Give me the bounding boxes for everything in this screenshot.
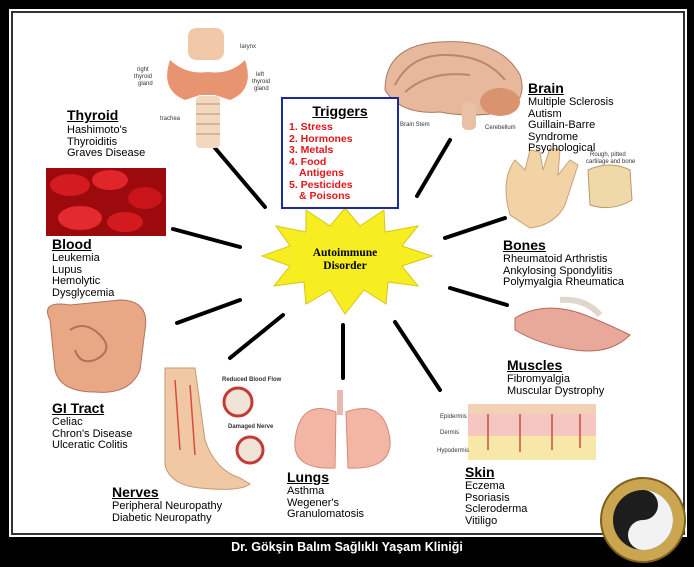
nerves-section: Nerves Peripheral Neuropathy Diabetic Ne…	[112, 484, 222, 524]
blood-item: Hemolytic	[52, 275, 101, 287]
label-right-thyroid: right	[137, 67, 149, 73]
lungs-illustration	[294, 390, 391, 469]
blood-title: Blood	[52, 236, 92, 252]
thyroid-title: Thyroid	[67, 107, 119, 123]
label-left-thyroid-2: thyroid	[252, 79, 271, 85]
brain-section: Brain Multiple Sclerosis Autism Guillain…	[528, 80, 614, 155]
brain-illustration	[384, 41, 523, 130]
label-brain-stem: Brain Stem	[400, 122, 430, 128]
triggers-list: 1. Stress 2. Hormones 3. Metals 4. Food …	[289, 121, 397, 203]
trigger-item: 3. Metals	[289, 144, 334, 156]
lungs-item: Wegener's	[287, 496, 340, 509]
gi-tract-item: Celiac	[52, 416, 83, 428]
nerves-title: Nerves	[112, 484, 159, 500]
lungs-item: Granulomatosis	[287, 508, 365, 520]
autoimmune-burst	[260, 207, 434, 315]
gi-tract-item: Ulceratic Colitis	[52, 439, 128, 451]
gi-tract-item: Chron's Disease	[52, 427, 133, 440]
triggers-box: Triggers 1. Stress 2. Hormones 3. Metals…	[281, 97, 399, 209]
label-right-thyroid-3: gland	[138, 81, 153, 87]
label-damaged-nerve: Damaged Nerve	[228, 424, 274, 430]
spoke-lines	[171, 138, 509, 392]
thyroid-item: Hashimoto's	[67, 124, 128, 136]
label-cerebellum: Cerebellum	[485, 125, 516, 131]
trigger-item: 5. Pesticides	[289, 178, 353, 191]
brain-item: Syndrome	[528, 130, 579, 143]
bones-item: Rheumatoid Arthristis	[503, 253, 608, 265]
label-dermis: Dermis	[440, 430, 459, 436]
clinic-logo	[600, 477, 686, 563]
trigger-item: & Poisons	[299, 190, 351, 202]
skin-section: Skin Eczema Psoriasis Scleroderma Vitili…	[465, 464, 527, 527]
nerves-foot-illustration	[164, 367, 265, 490]
lungs-title: Lungs	[287, 469, 329, 485]
skin-item: Psoriasis	[465, 491, 510, 504]
blood-cells-illustration	[46, 168, 166, 236]
skin-layers-illustration	[468, 404, 596, 460]
label-epidermis: Epidermis	[440, 414, 467, 420]
footer-caption: Dr. Gökşin Balım Sağlıklı Yaşam Kliniği	[231, 540, 463, 554]
thyroid-item: Graves Disease	[67, 147, 146, 159]
muscles-item: Fibromyalgia	[507, 373, 570, 385]
label-cartilage: cartilage and bone	[586, 159, 636, 165]
nerves-item: Peripheral Neuropathy	[112, 500, 223, 512]
triggers-title: Triggers	[312, 103, 368, 119]
gi-tract-illustration	[47, 299, 147, 393]
trigger-item: 1. Stress	[289, 121, 333, 133]
bones-title: Bones	[503, 237, 546, 253]
muscles-title: Muscles	[507, 357, 563, 373]
thyroid-illustration	[167, 28, 248, 148]
skin-item: Eczema	[465, 480, 505, 492]
center-line-2: Disorder	[323, 260, 367, 272]
blood-item: Leukemia	[52, 252, 100, 264]
label-left-thyroid-3: gland	[254, 86, 269, 92]
brain-item: Guillain-Barre	[528, 119, 596, 131]
brain-item: Autism	[528, 107, 562, 120]
skin-item: Vitiligo	[465, 514, 498, 527]
bones-item: Polymyalgia Rheumatica	[503, 276, 625, 288]
gi-tract-title: GI Tract	[52, 400, 105, 416]
label-larynx: larynx	[240, 44, 257, 50]
lungs-item: Asthma	[287, 485, 325, 497]
label-hypodermis: Hypodermis	[437, 448, 470, 454]
blood-item: Lupus	[52, 263, 82, 276]
muscles-section: Muscles Fibromyalgia Muscular Dystrophy	[507, 357, 604, 397]
label-reduced-blood-flow: Reduced Blood Flow	[222, 377, 282, 383]
skin-title: Skin	[465, 464, 495, 480]
hand-bones-illustration	[505, 147, 633, 229]
label-trachea: trachea	[160, 116, 181, 122]
trigger-item: Antigens	[299, 167, 344, 179]
thyroid-section: Thyroid Hashimoto's Thyroiditis Graves D…	[67, 107, 145, 160]
center-label: Autoimmune Disorder	[292, 247, 398, 273]
label-rough-pitted: Rough, pitted	[590, 152, 626, 158]
brain-item: Multiple Sclerosis	[528, 96, 614, 108]
skin-item: Scleroderma	[465, 503, 528, 515]
trigger-item: 4. Food	[289, 155, 327, 168]
muscles-illustration	[514, 296, 631, 352]
brain-item: Psychological	[528, 142, 596, 154]
center-line-1: Autoimmune	[312, 247, 378, 259]
lungs-section: Lungs Asthma Wegener's Granulomatosis	[287, 469, 364, 521]
label-right-thyroid-2: thyroid	[134, 74, 153, 80]
label-left-thyroid: left	[256, 72, 265, 78]
blood-item: Dysglycemia	[52, 286, 115, 299]
blood-section: Blood Leukemia Lupus Hemolytic Dysglycem…	[52, 236, 114, 299]
gi-tract-section: GI Tract Celiac Chron's Disease Ulcerati…	[52, 400, 132, 452]
trigger-item: 2. Hormones	[289, 132, 353, 145]
bones-item: Ankylosing Spondylitis	[503, 264, 613, 277]
muscles-item: Muscular Dystrophy	[507, 384, 605, 397]
thyroid-item: Thyroiditis	[67, 135, 118, 148]
bones-section: Bones Rheumatoid Arthristis Ankylosing S…	[503, 237, 624, 289]
brain-title: Brain	[528, 80, 564, 96]
nerves-item: Diabetic Neuropathy	[112, 511, 212, 524]
